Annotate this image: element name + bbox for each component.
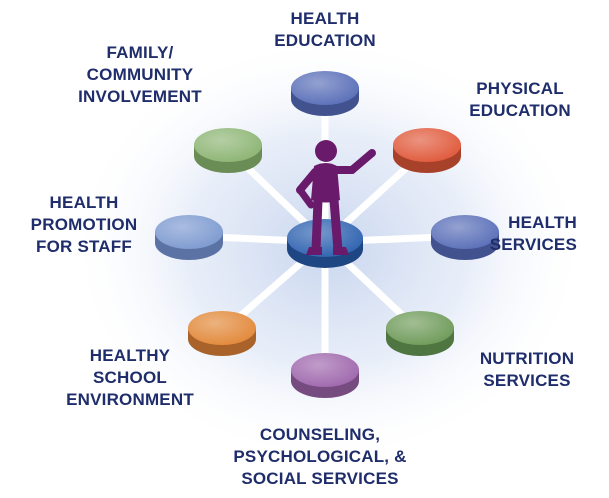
label-line: ENVIRONMENT: [66, 390, 194, 409]
label-line: HEALTHY: [89, 346, 171, 365]
label-line: HEALTH: [49, 193, 119, 212]
label-line: SCHOOL: [93, 368, 167, 387]
label-counseling: COUNSELING, PSYCHOLOGICAL, & SOCIAL SERVIC…: [233, 424, 406, 490]
label-line: HEALTH: [290, 9, 360, 28]
label-line: EDUCATION: [274, 31, 376, 50]
disc-counseling: [291, 353, 359, 398]
label-health-education: HEALTH EDUCATION: [274, 8, 376, 52]
label-line: FOR STAFF: [36, 237, 132, 256]
label-line: FAMILY/: [106, 43, 174, 62]
hub-disc: [287, 219, 363, 268]
label-line: PSYCHOLOGICAL, &: [233, 447, 407, 466]
label-family-community: FAMILY/COMMUNITY INVOLVEMENT: [78, 42, 202, 108]
disc-nutrition-services: [386, 311, 454, 356]
disc-health-services: [431, 215, 499, 260]
label-health-services: HEALTH SERVICES: [490, 212, 577, 256]
label-line: COMMUNITY: [86, 65, 194, 84]
label-line: PHYSICAL: [476, 79, 564, 98]
disc-health-education: [291, 71, 359, 116]
label-line: EDUCATION: [469, 101, 571, 120]
label-healthy-school-environment: HEALTHY SCHOOL ENVIRONMENT: [66, 345, 194, 411]
label-health-promotion-staff: HEALTH PROMOTION FOR STAFF: [31, 192, 138, 258]
disc-physical-education: [393, 128, 461, 173]
disc-healthy-school-environment: [188, 311, 256, 356]
label-line: SOCIAL SERVICES: [241, 469, 399, 488]
label-nutrition-services: NUTRITION SERVICES: [480, 348, 574, 392]
label-line: PROMOTION: [30, 215, 138, 234]
label-line: SERVICES: [483, 371, 571, 390]
category-discs: [155, 71, 499, 398]
label-line: INVOLVEMENT: [78, 87, 202, 106]
disc-health-promotion-staff: [155, 215, 223, 260]
label-line: NUTRITION: [479, 349, 575, 368]
person-figure-icon: [296, 140, 376, 255]
label-line: COUNSELING,: [259, 425, 381, 444]
label-line: SERVICES: [489, 235, 577, 254]
label-physical-education: PHYSICAL EDUCATION: [469, 78, 571, 122]
disc-family-community: [194, 128, 262, 173]
label-line: HEALTH: [508, 213, 577, 232]
